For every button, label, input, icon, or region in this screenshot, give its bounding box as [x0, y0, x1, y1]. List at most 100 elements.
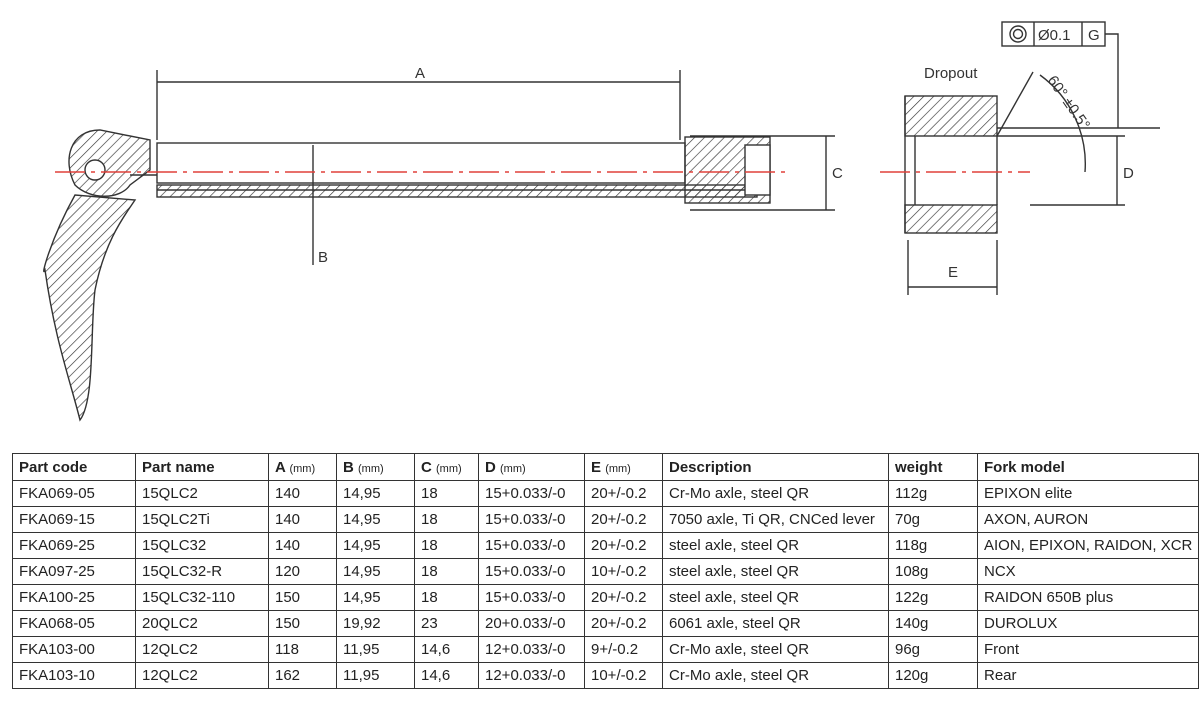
table-cell: FKA069-15	[12, 506, 136, 533]
column-header: C (mm)	[414, 453, 479, 481]
table-cell: 150	[268, 610, 337, 637]
table-cell: 162	[268, 662, 337, 689]
table-cell: 23	[414, 610, 479, 637]
column-header: A (mm)	[268, 453, 337, 481]
table-cell: 14,6	[414, 662, 479, 689]
column-header: Fork model	[976, 453, 1200, 481]
table-cell: 18	[414, 506, 479, 533]
table-cell: 14,95	[336, 558, 415, 585]
table-cell: 12QLC2	[135, 662, 269, 689]
table-cell: DUROLUX	[976, 610, 1200, 637]
table-cell: 15QLC2Ti	[135, 506, 269, 533]
column-header: Description	[662, 453, 889, 481]
table-cell: AXON, AURON	[976, 506, 1200, 533]
table-cell: Cr-Mo axle, steel QR	[662, 662, 889, 689]
table-cell: 18	[414, 584, 479, 611]
angle-label: 60° ±0.5°	[1044, 73, 1093, 133]
table-cell: 20+/-0.2	[584, 532, 663, 559]
column-header-label: C	[421, 458, 432, 476]
table-cell: 7050 axle, Ti QR, CNCed lever	[662, 506, 889, 533]
table-cell: Cr-Mo axle, steel QR	[662, 480, 889, 507]
table-cell: 15QLC32-110	[135, 584, 269, 611]
table-cell: 14,95	[336, 506, 415, 533]
dropout-drawing	[904, 21, 1160, 295]
table-cell: 20+/-0.2	[584, 506, 663, 533]
dim-d-label: D	[1123, 165, 1134, 182]
table-cell: FKA068-05	[12, 610, 136, 637]
table-cell: 140g	[888, 610, 978, 637]
axle-drawing	[43, 70, 835, 422]
dropout-label: Dropout	[924, 65, 978, 82]
column-header: Part code	[12, 453, 136, 481]
table-cell: 120	[268, 558, 337, 585]
table-cell: FKA103-10	[12, 662, 136, 689]
table-cell: 96g	[888, 636, 978, 663]
table-cell: 6061 axle, steel QR	[662, 610, 889, 637]
table-cell: Cr-Mo axle, steel QR	[662, 636, 889, 663]
table-cell: 140	[268, 506, 337, 533]
column-header: Part name	[135, 453, 269, 481]
table-cell: 14,95	[336, 584, 415, 611]
column-header-label: D	[485, 458, 496, 476]
table-cell: 14,6	[414, 636, 479, 663]
table-cell: 15QLC32	[135, 532, 269, 559]
table-cell: AION, EPIXON, RAIDON, XCR	[976, 532, 1200, 559]
table-cell: 15+0.033/-0	[478, 506, 585, 533]
table-cell: 18	[414, 532, 479, 559]
technical-drawing: A B C Dropout 60° ±0.5° Ø0.1 G D E	[43, 21, 1160, 422]
table-cell: FKA103-00	[12, 636, 136, 663]
table-cell: 140	[268, 532, 337, 559]
table-cell: steel axle, steel QR	[662, 532, 889, 559]
dim-c-label: C	[832, 165, 843, 182]
table-cell: FKA097-25	[12, 558, 136, 585]
table-cell: 118	[268, 636, 337, 663]
dim-a-label: A	[415, 65, 425, 82]
table-cell: 14,95	[336, 532, 415, 559]
table-cell: 15QLC2	[135, 480, 269, 507]
column-header-label: Fork model	[984, 458, 1065, 476]
table-cell: Front	[976, 636, 1200, 663]
table-cell: 18	[414, 558, 479, 585]
table-cell: 112g	[888, 480, 978, 507]
table-cell: 20QLC2	[135, 610, 269, 637]
column-header-unit: (mm)	[605, 462, 631, 475]
table-cell: steel axle, steel QR	[662, 558, 889, 585]
table-cell: 15QLC32-R	[135, 558, 269, 585]
table-cell: 11,95	[336, 636, 415, 663]
table-cell: 20+/-0.2	[584, 610, 663, 637]
table-cell: FKA100-25	[12, 584, 136, 611]
table-cell: 9+/-0.2	[584, 636, 663, 663]
table-cell: 15+0.033/-0	[478, 558, 585, 585]
column-header-label: B	[343, 458, 354, 476]
table-cell: 140	[268, 480, 337, 507]
table-cell: 12QLC2	[135, 636, 269, 663]
column-header-unit: (mm)	[436, 462, 462, 475]
table-cell: 20+/-0.2	[584, 480, 663, 507]
table-cell: 19,92	[336, 610, 415, 637]
table-cell: 12+0.033/-0	[478, 662, 585, 689]
table-cell: 70g	[888, 506, 978, 533]
table-cell: steel axle, steel QR	[662, 584, 889, 611]
tolerance-value: Ø0.1	[1038, 27, 1071, 44]
table-cell: 20+/-0.2	[584, 584, 663, 611]
table-cell: 20+0.033/-0	[478, 610, 585, 637]
table-cell: 18	[414, 480, 479, 507]
column-header: B (mm)	[336, 453, 415, 481]
column-header: D (mm)	[478, 453, 585, 481]
dim-e-label: E	[948, 264, 958, 281]
column-header-label: E	[591, 458, 602, 476]
dim-b-label: B	[318, 249, 328, 266]
column-header: weight	[888, 453, 978, 481]
table-cell: 15+0.033/-0	[478, 480, 585, 507]
table-cell: FKA069-05	[12, 480, 136, 507]
table-cell: 10+/-0.2	[584, 558, 663, 585]
